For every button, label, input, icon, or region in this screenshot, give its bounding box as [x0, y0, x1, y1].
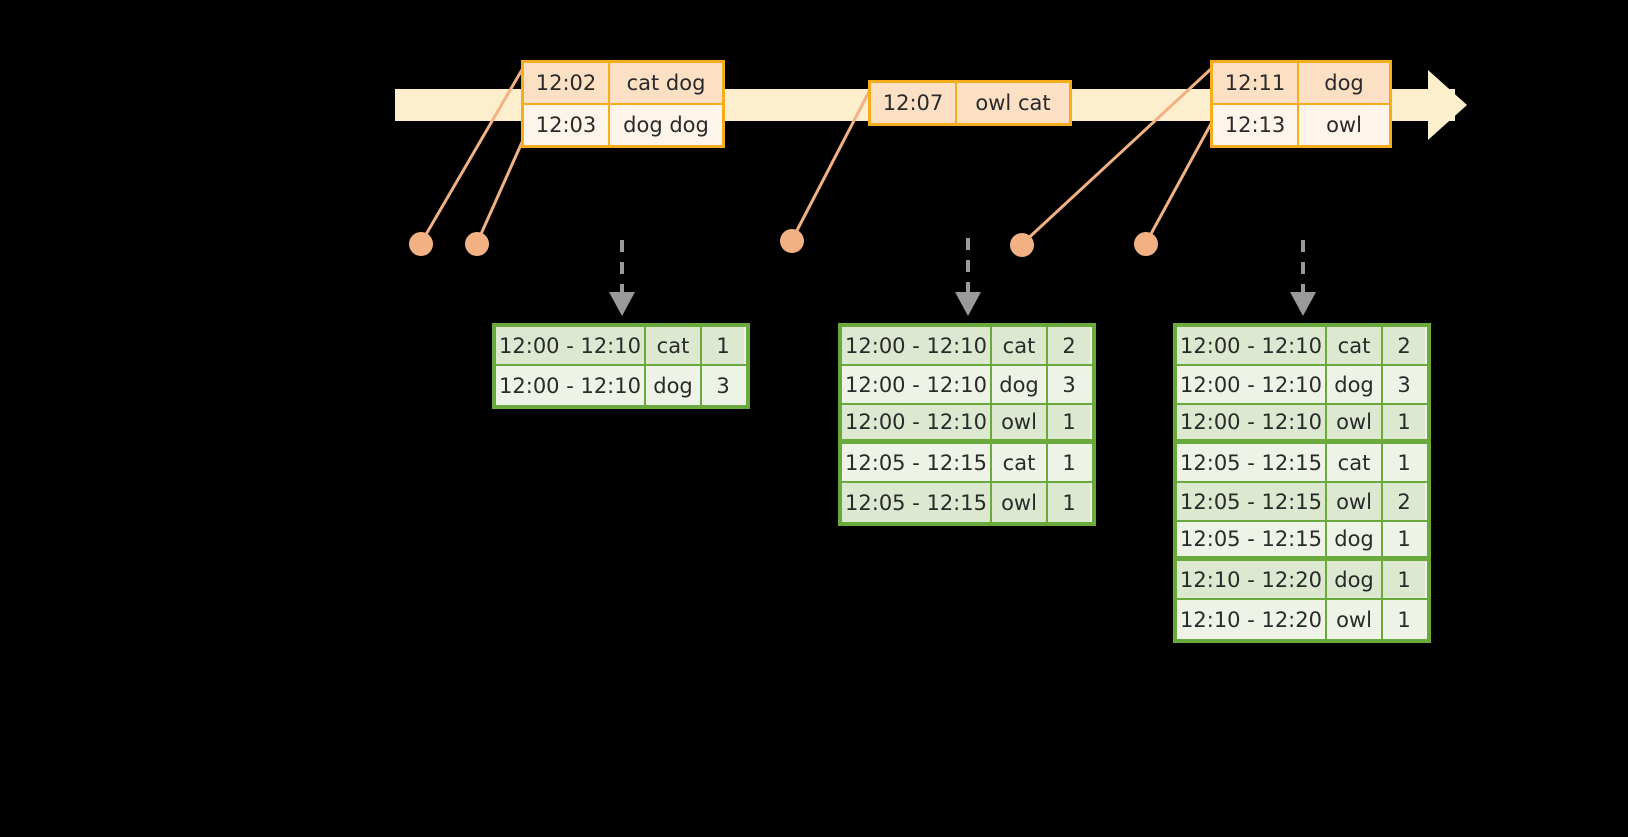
timeline-arrow-icon — [1428, 70, 1467, 140]
connector-dot-4 — [1010, 233, 1034, 257]
timeline-event-group-1[interactable]: 12:02 cat dog 12:03 dog dog — [521, 60, 725, 148]
key-cell: dog — [1327, 561, 1383, 598]
window-cell: 12:10 - 12:20 — [1177, 600, 1327, 639]
count-cell: 3 — [702, 366, 744, 405]
window-cell: 12:05 - 12:15 — [1177, 444, 1327, 481]
window-cell: 12:00 - 12:10 — [1177, 327, 1327, 364]
timeline-event-row[interactable]: 12:07 owl cat — [871, 83, 1069, 123]
count-cell: 1 — [1383, 522, 1425, 556]
timeline-event-row[interactable]: 12:03 dog dog — [524, 103, 722, 145]
count-cell: 2 — [1383, 327, 1425, 364]
key-cell: owl — [1327, 600, 1383, 639]
key-cell: dog — [646, 366, 702, 405]
event-payload: owl cat — [957, 83, 1069, 123]
event-time: 12:13 — [1213, 105, 1299, 145]
count-cell: 1 — [1048, 405, 1090, 439]
event-payload: owl — [1299, 105, 1389, 145]
window-cell: 12:05 - 12:15 — [842, 483, 992, 522]
key-cell: owl — [1327, 405, 1383, 439]
connector-dot-3 — [780, 229, 804, 253]
count-cell: 2 — [1383, 483, 1425, 520]
timeline-event-group-3[interactable]: 12:11 dog 12:13 owl — [1210, 60, 1392, 148]
timeline-event-row[interactable]: 12:13 owl — [1213, 103, 1389, 145]
count-cell: 1 — [1383, 561, 1425, 598]
count-cell: 1 — [1048, 483, 1090, 522]
window-cell: 12:00 - 12:10 — [496, 366, 646, 405]
key-cell: cat — [646, 327, 702, 364]
timeline-event-group-2[interactable]: 12:07 owl cat — [868, 80, 1072, 126]
count-cell: 3 — [1048, 366, 1090, 403]
key-cell: cat — [992, 444, 1048, 481]
count-cell: 2 — [1048, 327, 1090, 364]
connector-dot-1 — [409, 232, 433, 256]
window-cell: 12:00 - 12:10 — [842, 327, 992, 364]
window-cell: 12:00 - 12:10 — [1177, 405, 1327, 439]
key-cell: cat — [1327, 327, 1383, 364]
event-payload: cat dog — [610, 63, 722, 103]
window-cell: 12:00 - 12:10 — [496, 327, 646, 364]
count-cell: 1 — [1383, 600, 1425, 639]
event-payload: dog — [1299, 63, 1389, 103]
window-cell: 12:10 - 12:20 — [1177, 561, 1327, 598]
key-cell: dog — [1327, 366, 1383, 403]
key-cell: dog — [992, 366, 1048, 403]
timeline-event-row[interactable]: 12:11 dog — [1213, 63, 1389, 103]
count-cell: 1 — [1383, 444, 1425, 481]
event-time: 12:03 — [524, 105, 610, 145]
key-cell: dog — [1327, 522, 1383, 556]
key-cell: owl — [992, 405, 1048, 439]
count-cell: 1 — [1383, 405, 1425, 439]
window-cell: 12:00 - 12:10 — [842, 366, 992, 403]
connector-dot-5 — [1134, 232, 1158, 256]
timeline-event-row[interactable]: 12:02 cat dog — [524, 63, 722, 103]
event-time: 12:11 — [1213, 63, 1299, 103]
key-cell: owl — [1327, 483, 1383, 520]
key-cell: cat — [1327, 444, 1383, 481]
window-cell: 12:05 - 12:15 — [1177, 483, 1327, 520]
count-cell: 3 — [1383, 366, 1425, 403]
window-cell: 12:00 - 12:10 — [1177, 366, 1327, 403]
event-time: 12:02 — [524, 63, 610, 103]
event-payload: dog dog — [610, 105, 722, 145]
connector-dot-2 — [465, 232, 489, 256]
window-cell: 12:05 - 12:15 — [842, 444, 992, 481]
count-cell: 1 — [1048, 444, 1090, 481]
window-cell: 12:00 - 12:10 — [842, 405, 992, 439]
key-cell: owl — [992, 483, 1048, 522]
window-cell: 12:05 - 12:15 — [1177, 522, 1327, 556]
count-cell: 1 — [702, 327, 744, 364]
key-cell: cat — [992, 327, 1048, 364]
event-time: 12:07 — [871, 83, 957, 123]
